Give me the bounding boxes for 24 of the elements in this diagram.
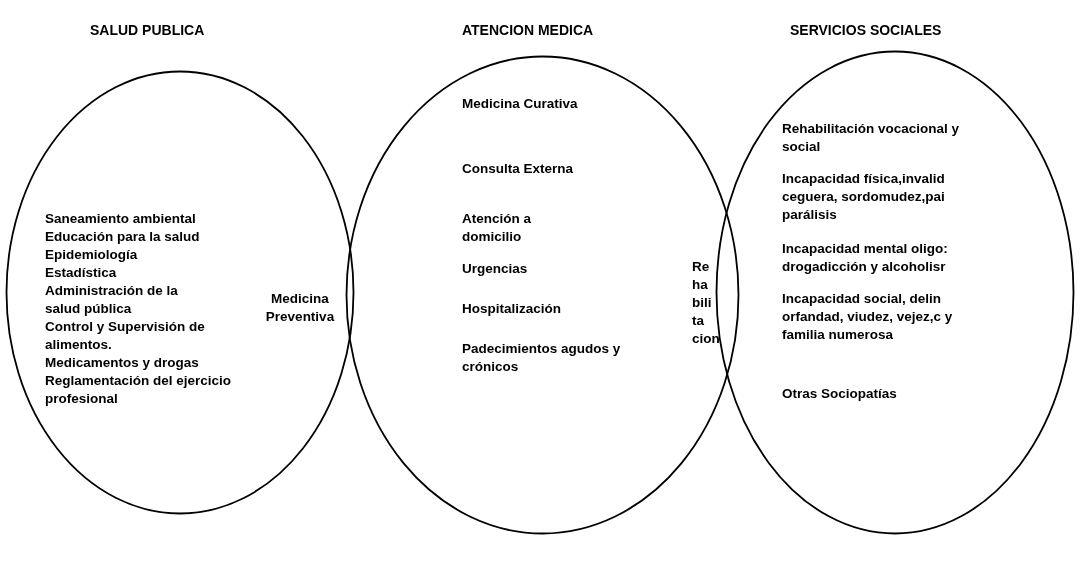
list-item: Reglamentación del ejercicio profesional bbox=[45, 372, 233, 408]
list-item: Medicamentos y drogas bbox=[45, 354, 200, 372]
list-item: Atención a domicilio bbox=[462, 210, 532, 246]
list-item: Incapacidad mental oligo: drogadicción y alcoholisr bbox=[782, 240, 949, 276]
list-item: Padecimientos agudos y crónicos bbox=[462, 340, 622, 376]
list-item: Saneamiento ambiental bbox=[45, 210, 197, 228]
list-item: Medicina Curativa bbox=[462, 95, 579, 113]
list-item: Incapacidad social, delin orfandad, viudez, vejez,c y familia numerosa bbox=[782, 290, 954, 344]
list-item: Educación para la salud bbox=[45, 228, 201, 246]
list-item: Administración de la salud pública bbox=[45, 282, 179, 318]
list-item: Hospitalización bbox=[462, 300, 562, 318]
list-item: Control y Supervisión de alimentos. bbox=[45, 318, 206, 354]
overlap-label: Re ha bili ta cion bbox=[692, 258, 721, 348]
list-item: Incapacidad física,invalid ceguera, sordomudez,pai parálisis bbox=[782, 170, 946, 224]
circle-heading: SALUD PUBLICA bbox=[90, 22, 205, 38]
list-item: Estadística bbox=[45, 264, 118, 282]
list-item: Rehabilitación vocacional y social bbox=[782, 120, 961, 156]
circle-heading: ATENCION MEDICA bbox=[462, 22, 594, 38]
list-item: Epidemiología bbox=[45, 246, 139, 264]
list-item: Otras Sociopatías bbox=[782, 385, 898, 403]
list-item: Urgencias bbox=[462, 260, 529, 278]
circle-heading: SERVICIOS SOCIALES bbox=[790, 22, 942, 38]
overlap-label: Medicina Preventiva bbox=[264, 290, 336, 326]
list-item: Consulta Externa bbox=[462, 160, 575, 178]
